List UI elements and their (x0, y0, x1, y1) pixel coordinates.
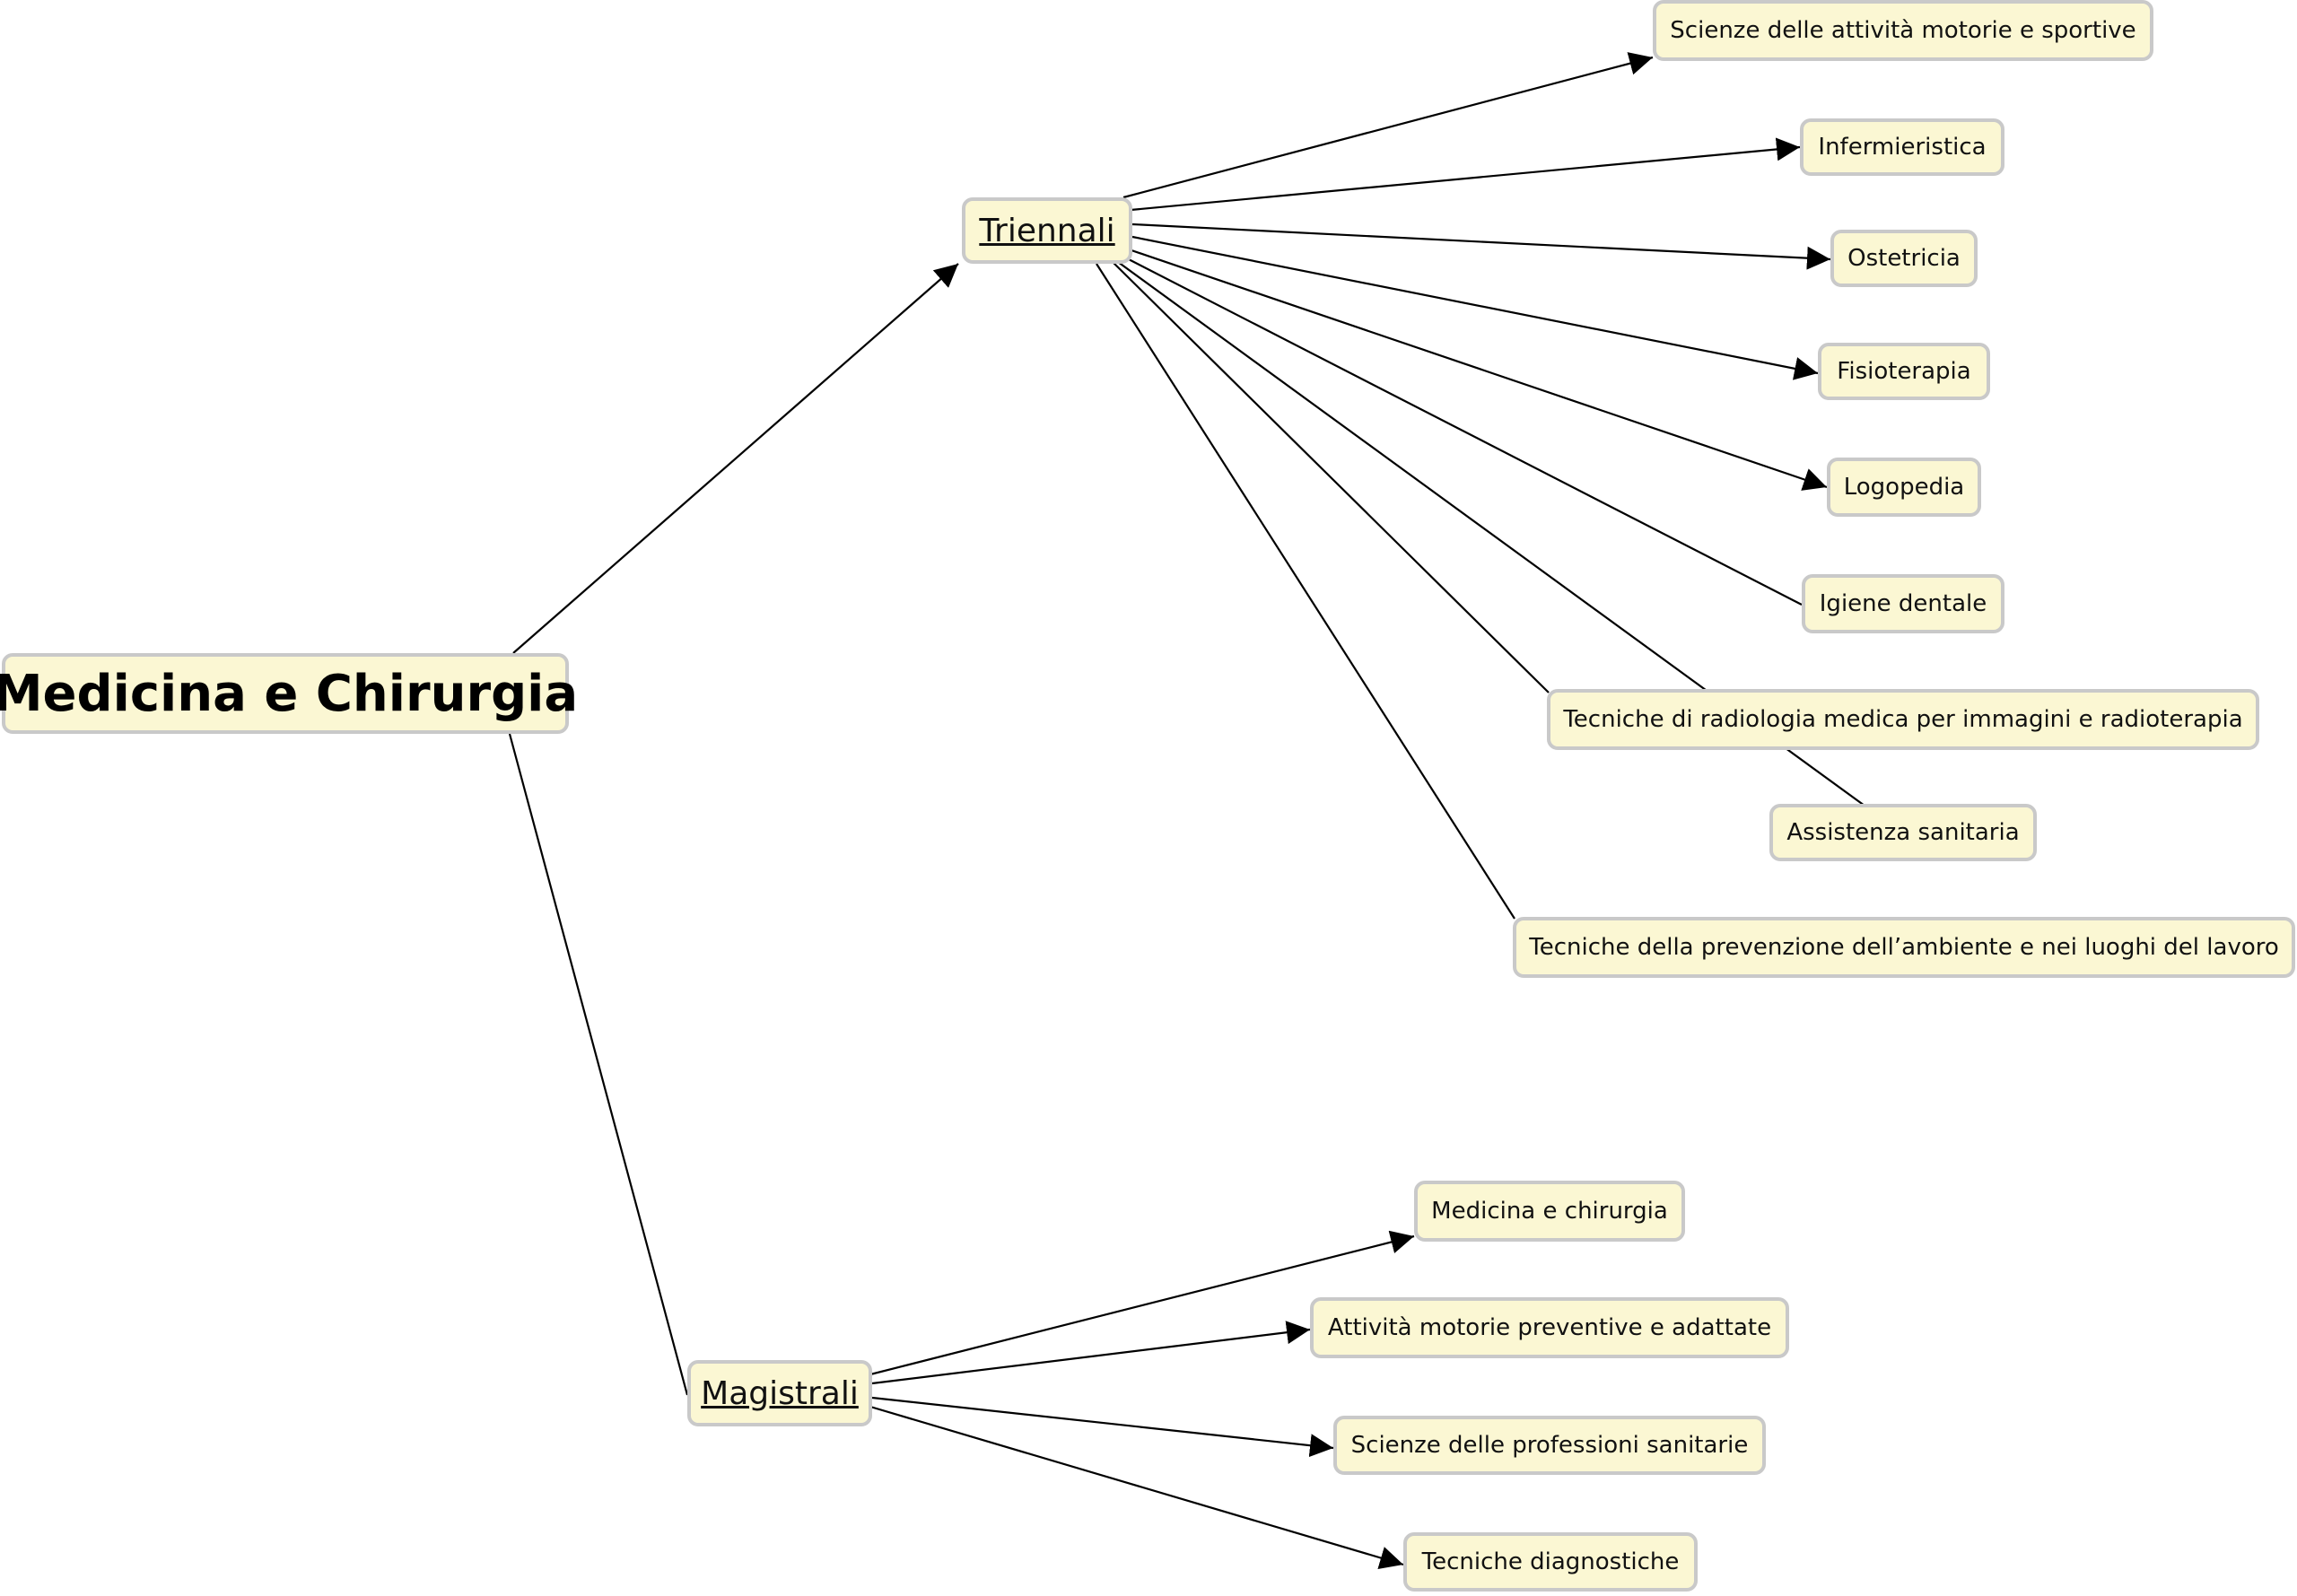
edge-root-magistrali (508, 733, 689, 1396)
attivita-motorie-node: Attività motorie preventive e adattate (1310, 1297, 1789, 1358)
medicina-chirurgia-node: Medicina e chirurgia (1414, 1181, 1685, 1242)
scienze-professioni-node: Scienze delle professioni sanitarie (1333, 1416, 1766, 1475)
ostetricia-node: Ostetricia (1830, 230, 1978, 287)
triennali-node[interactable]: Triennali (962, 197, 1132, 264)
edge-magistrali-scienze-professioni (871, 1396, 1334, 1458)
tecniche-diagnostiche-node: Tecniche diagnostiche (1403, 1532, 1698, 1592)
edge-magistrali-attivita (871, 1321, 1311, 1385)
edge-triennali-ostetricia (1131, 222, 1831, 270)
edge-triennali-scienze-motorie (1122, 52, 1654, 199)
edge-magistrali-tecniche-diagnostiche (869, 1405, 1404, 1570)
edge-triennali-igiene-dentale (1122, 256, 1803, 606)
infermieristica-node: Infermieristica (1800, 118, 2004, 176)
edge-triennali-fisioterapia (1131, 235, 1819, 380)
edge-triennali-logopedia (1128, 248, 1828, 491)
edge-triennali-radiologia (1112, 261, 1550, 693)
edge-triennali-infermieristica (1130, 137, 1801, 212)
edge-root-triennali (512, 263, 959, 654)
igiene-dentale-node: Igiene dentale (1802, 574, 2004, 633)
scienze-motorie-node: Scienze delle attività motorie e sportiv… (1653, 0, 2153, 61)
assistenza-sanitaria-node: Assistenza sanitaria (1769, 804, 2037, 861)
root-node: Medicina e Chirurgia (0, 653, 578, 734)
edge-triennali-prevenzione (1096, 263, 1515, 920)
fisioterapia-node: Fisioterapia (1818, 343, 1990, 400)
logopedia-node: Logopedia (1827, 458, 1981, 517)
prevenzione-node: Tecniche della prevenzione dell’ambiente… (1513, 917, 2295, 978)
edge-magistrali-medicina (869, 1230, 1415, 1376)
radiologia-node: Tecniche di radiologia medica per immagi… (1547, 689, 2259, 750)
magistrali-node[interactable]: Magistrali (687, 1360, 872, 1426)
